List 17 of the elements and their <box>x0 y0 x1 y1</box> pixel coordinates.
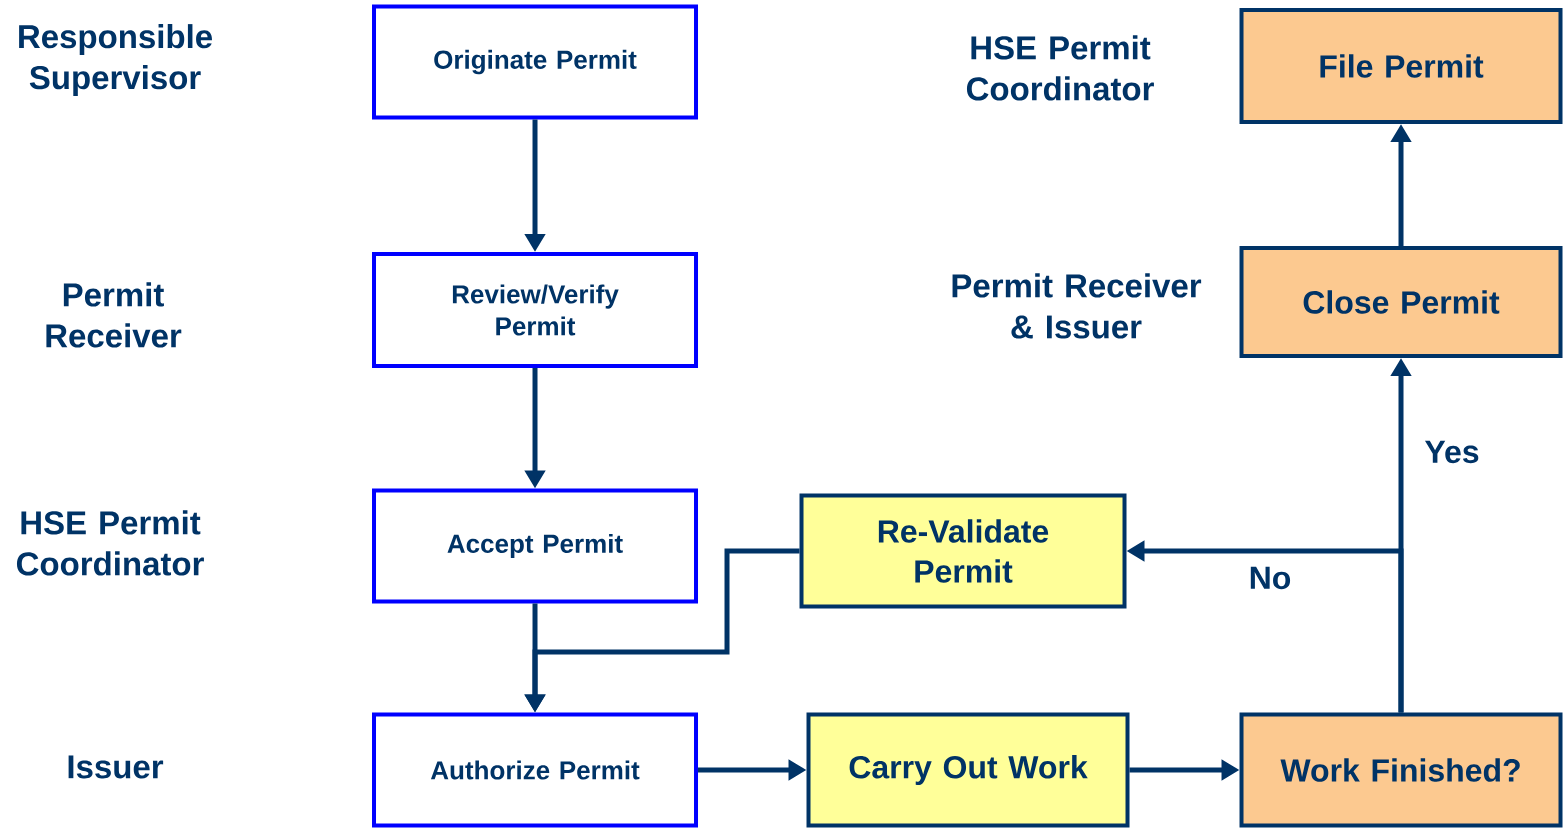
process-box: Accept Permit <box>372 488 698 604</box>
role-label: Responsible Supervisor <box>19 24 212 96</box>
process-box: Re-Validate Permit <box>799 493 1127 609</box>
process-box: Close Permit <box>1239 246 1563 358</box>
role-label: HSE Permit Coordinator <box>966 35 1154 101</box>
role-label: Permit Receiver & Issuer <box>952 273 1202 339</box>
edge-label: Yes <box>1422 438 1482 466</box>
process-box: Carry Out Work <box>806 712 1130 828</box>
process-box: Review/Verify Permit <box>372 252 698 368</box>
process-box: Work Finished? <box>1239 712 1563 828</box>
role-label: Permit Receiver <box>46 282 182 348</box>
process-box: Authorize Permit <box>372 712 698 828</box>
process-box: Originate Permit <box>372 4 698 120</box>
role-label: HSE Permit Coordinator <box>16 510 204 576</box>
process-box: File Permit <box>1239 8 1563 124</box>
edge-label: No <box>1246 564 1294 592</box>
role-label: Issuer <box>68 755 164 779</box>
